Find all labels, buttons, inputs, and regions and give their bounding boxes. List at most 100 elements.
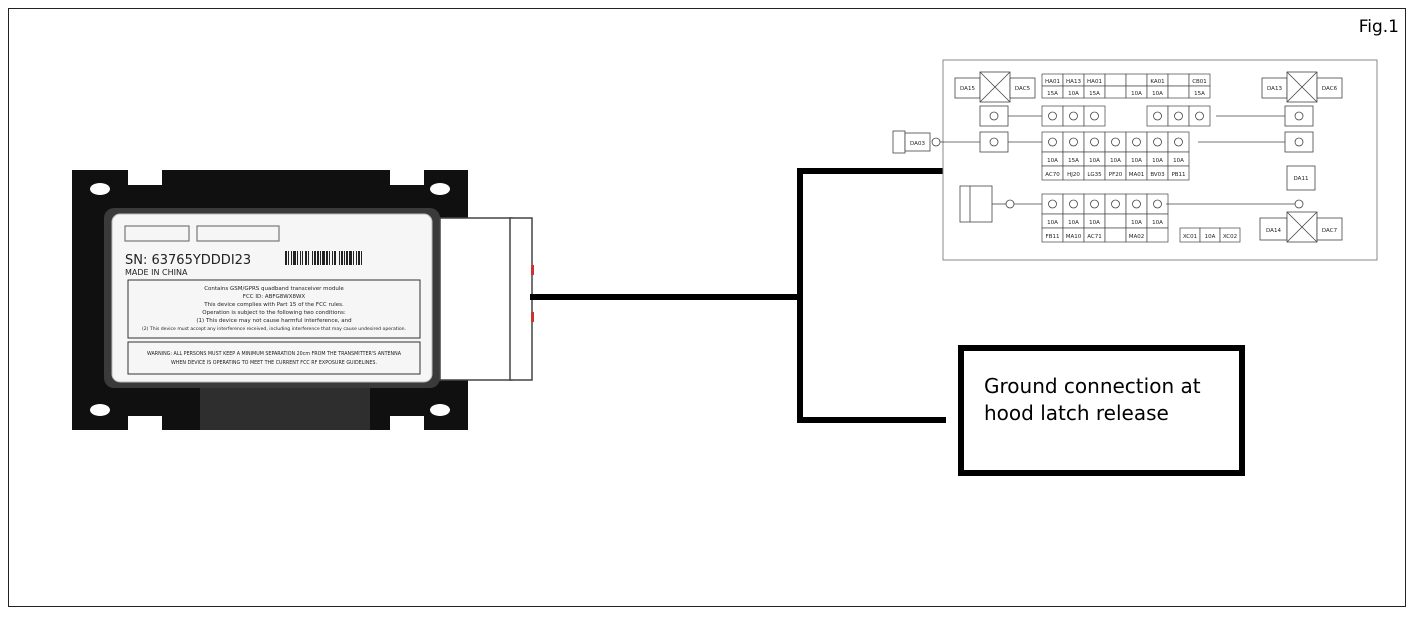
label-blank-box [124, 225, 190, 242]
fuse-terminal [1153, 137, 1162, 147]
fuse-amp-cell [1104, 213, 1127, 229]
fuse-amp: 10A [1068, 91, 1079, 97]
fuse-id-cell [1167, 165, 1190, 181]
fuse-amp: 15A [1089, 91, 1100, 97]
fuse-id: XC01 [1183, 234, 1197, 240]
barcode-bar [332, 251, 333, 265]
fuse-id: KA01 [1150, 79, 1164, 85]
origin-text: MADE IN CHINA [125, 268, 188, 277]
fuse-amp-cell [1167, 85, 1190, 99]
lower-block [959, 185, 993, 223]
fuse-rows: HA01 HA13 HA01 KA01 CB01 15A 10A 15A 10A 10A 15A 10… [1041, 73, 1211, 243]
fuse-id: PB11 [1171, 172, 1185, 178]
connector-pin-marker [531, 265, 534, 275]
fuse-terminal [1174, 111, 1183, 121]
compliance-line: (2) This device must accept any interfer… [142, 326, 406, 332]
fuse-id: CB01 [1192, 79, 1207, 85]
barcode-bar [358, 251, 360, 265]
compliance-line: (1) This device may not cause harmful in… [196, 318, 351, 324]
fuse-terminal [1069, 137, 1078, 147]
warning-line: WHEN DEVICE IS OPERATING TO MEET THE CUR… [171, 360, 377, 366]
fuse-amp: 10A [1068, 220, 1079, 226]
relay-label: DA15 [960, 86, 975, 92]
fuse-amp: 10A [1047, 158, 1058, 164]
fuse-id: HA01 [1087, 79, 1102, 85]
fuse-terminal [1090, 137, 1099, 147]
compliance-line: This device complies with Part 15 of the… [203, 302, 344, 308]
barcode-bar [334, 251, 336, 265]
fuse-terminal [1048, 111, 1057, 121]
relay-box [1286, 165, 1316, 191]
barcode-bar [297, 251, 298, 265]
fuse-amp: 10A [1152, 220, 1163, 226]
connector-pin-marker [531, 312, 534, 322]
barcode-bar [344, 251, 345, 265]
relay-label: DAC5 [1015, 86, 1031, 92]
fuse-id-cell [1104, 227, 1127, 243]
fuse-terminal [1090, 199, 1099, 209]
fuse-terminal [1048, 137, 1057, 147]
fuse-id-cell [1146, 227, 1169, 243]
fuse-id: AC71 [1087, 234, 1102, 240]
barcode-bar [300, 251, 301, 265]
module-bottom-tab [200, 385, 370, 430]
fuse-terminal [1069, 199, 1078, 209]
compliance-line: FCC ID: ABFG8WX8WX [243, 294, 306, 300]
fuse-amp: 15A [1068, 158, 1079, 164]
fuse-terminal [1069, 111, 1078, 121]
ground-wire [530, 168, 946, 423]
module-connector [439, 217, 513, 381]
warning-line: WARNING: ALL PERSONS MUST KEEP A MINIMUM… [147, 351, 402, 357]
fuse-id-cell [1219, 227, 1241, 243]
fuse-terminal [1111, 199, 1120, 209]
fuse-amp-cell [1104, 85, 1127, 99]
serial-number: SN: 63765YDDDI23 [125, 253, 251, 268]
fuse-terminal [1111, 137, 1120, 147]
barcode-bar [361, 251, 362, 265]
mounting-hole [430, 404, 450, 416]
barcode-bar [341, 251, 343, 265]
side-connector [892, 130, 906, 154]
barcode-bar [317, 251, 319, 265]
fuse-amp: 10A [1089, 158, 1100, 164]
fuse-amp: 10A [1131, 158, 1142, 164]
fuse-amp: 10A [1152, 158, 1163, 164]
barcode-bar [329, 251, 330, 265]
row3-extra: XC01 10A XC02 [1179, 227, 1241, 243]
relay-label: DA13 [1267, 86, 1282, 92]
mounting-hole [430, 183, 450, 195]
barcode-bar [312, 251, 313, 265]
connector-latch [509, 217, 533, 381]
barcode-bar [353, 251, 354, 265]
fuse-amp: 10A [1152, 91, 1163, 97]
fuse-id: MA10 [1066, 234, 1082, 240]
barcode-bar [285, 251, 287, 265]
fuse-id: HJ20 [1067, 172, 1080, 178]
fuse-id: HA13 [1066, 79, 1081, 85]
fuse-amp: 10A [1047, 220, 1058, 226]
fuse-id: BV03 [1150, 172, 1165, 178]
barcode-bar [288, 251, 289, 265]
fuse-id: AC70 [1045, 172, 1060, 178]
barcode-bar [346, 251, 348, 265]
fuse-id: XC02 [1223, 234, 1237, 240]
mounting-hole [90, 404, 110, 416]
fuse-terminal [1153, 199, 1162, 209]
fuse-amp: 10A [1131, 220, 1142, 226]
fuse-id: 10A [1205, 234, 1216, 240]
fuse-terminal [1048, 199, 1057, 209]
fuse-terminal [1153, 111, 1162, 121]
relay-label: DAC6 [1322, 86, 1338, 92]
fuse-id: MA02 [1129, 234, 1145, 240]
barcode-bar [293, 251, 296, 265]
barcode-bar [339, 251, 340, 265]
fuse-id: FB11 [1046, 234, 1060, 240]
fuse-terminal [1132, 137, 1141, 147]
fuse-terminal [1174, 137, 1183, 147]
barcode-bar [308, 251, 309, 265]
fuse-id: HA01 [1045, 79, 1060, 85]
fuse-amp: 15A [1194, 91, 1205, 97]
compliance-line: Contains GSM/GPRS quadband transceiver m… [204, 286, 344, 292]
barcode-bar [326, 251, 328, 265]
